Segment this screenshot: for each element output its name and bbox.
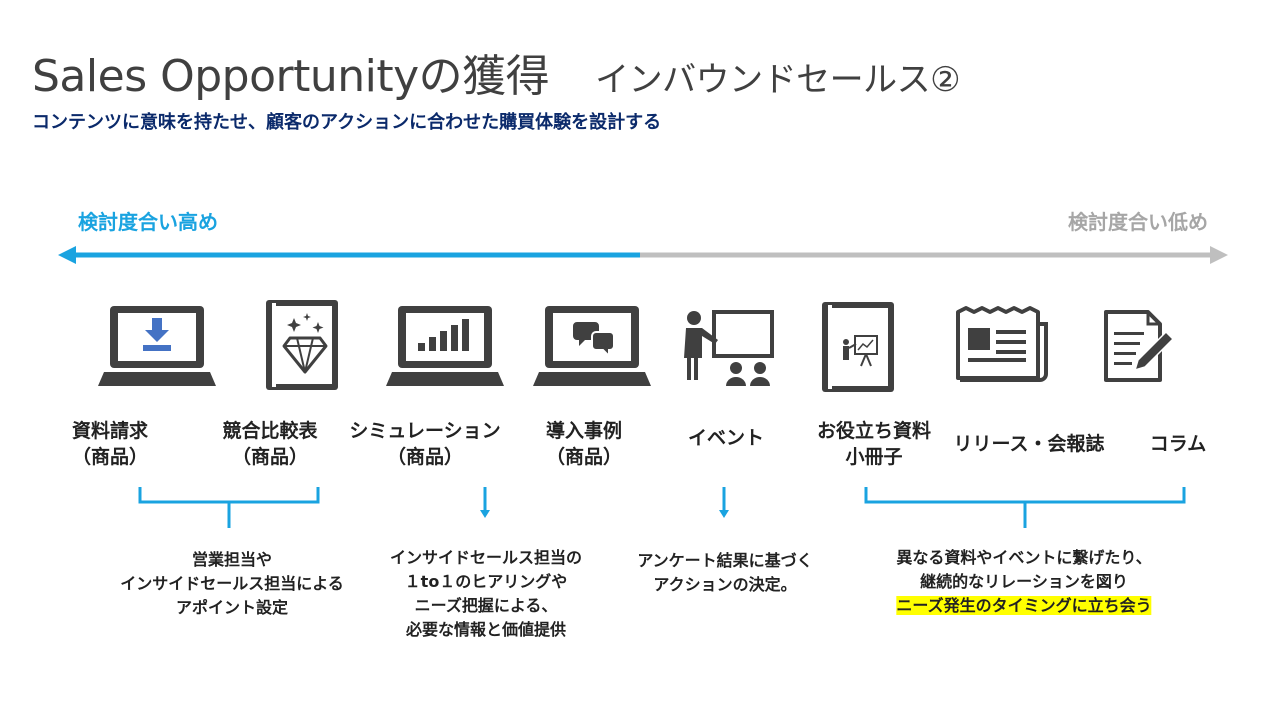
- item-label-release-bulletin: リリース・会報誌: [953, 433, 1105, 455]
- consideration-scale-arrow: [58, 246, 1228, 264]
- item-label-case-study: 導入事例（商品）: [545, 420, 623, 468]
- highlighted-note: ニーズ発生のタイミングに立ち会う: [896, 596, 1152, 615]
- page-subtitle: コンテンツに意味を持たせ、顧客のアクションに合わせた購買体験を設計する: [32, 112, 662, 133]
- item-label-document-request: 資料請求（商品）: [71, 420, 149, 468]
- newspaper-icon: [956, 306, 1048, 382]
- connectors: [138, 487, 1186, 528]
- note-appointment: 営業担当や インサイドセールス担当による アポイント設定: [120, 550, 344, 617]
- arrow-simulation-head: [480, 510, 490, 518]
- note-inside-sales: インサイドセールス担当の １to１のヒアリングや ニーズ把握による、 必要な情報…: [389, 548, 583, 639]
- laptop-chart-icon: [386, 306, 504, 386]
- arrow-event-head: [719, 510, 729, 518]
- low-consideration-label: 検討度合い低め: [1068, 210, 1208, 234]
- title-sub: インバウンドセールス②: [595, 60, 961, 100]
- document-pen-icon: [1104, 310, 1175, 382]
- laptop-chat-icon: [533, 306, 651, 386]
- title-main: Sales Opportunityの獲得: [32, 51, 550, 102]
- item-label-column: コラム: [1149, 433, 1207, 455]
- note-survey-action: アンケート結果に基づく アクションの決定。: [637, 551, 813, 594]
- high-consideration-label: 検討度合い高め: [78, 210, 218, 234]
- item-label-useful-materials: お役立ち資料小冊子: [816, 420, 932, 468]
- laptop-download-icon: [98, 306, 216, 386]
- bracket-left: [138, 487, 320, 528]
- item-label-simulation: シミュレーション（商品）: [349, 420, 501, 468]
- note-relationship: 異なる資料やイベントに繋げたり、 継続的なリレーションを図り ニーズ発生のタイミ…: [896, 548, 1152, 615]
- presenter-icon: [684, 310, 774, 386]
- book-presentation-icon: [822, 302, 894, 392]
- item-label-event: イベント: [687, 427, 765, 449]
- item-label-competitor-comparison: 競合比較表（商品）: [222, 420, 318, 468]
- book-diamond-icon: [266, 300, 338, 390]
- page-title: Sales Opportunityの獲得 インバウンドセールス②: [32, 40, 961, 104]
- bracket-right: [864, 487, 1186, 528]
